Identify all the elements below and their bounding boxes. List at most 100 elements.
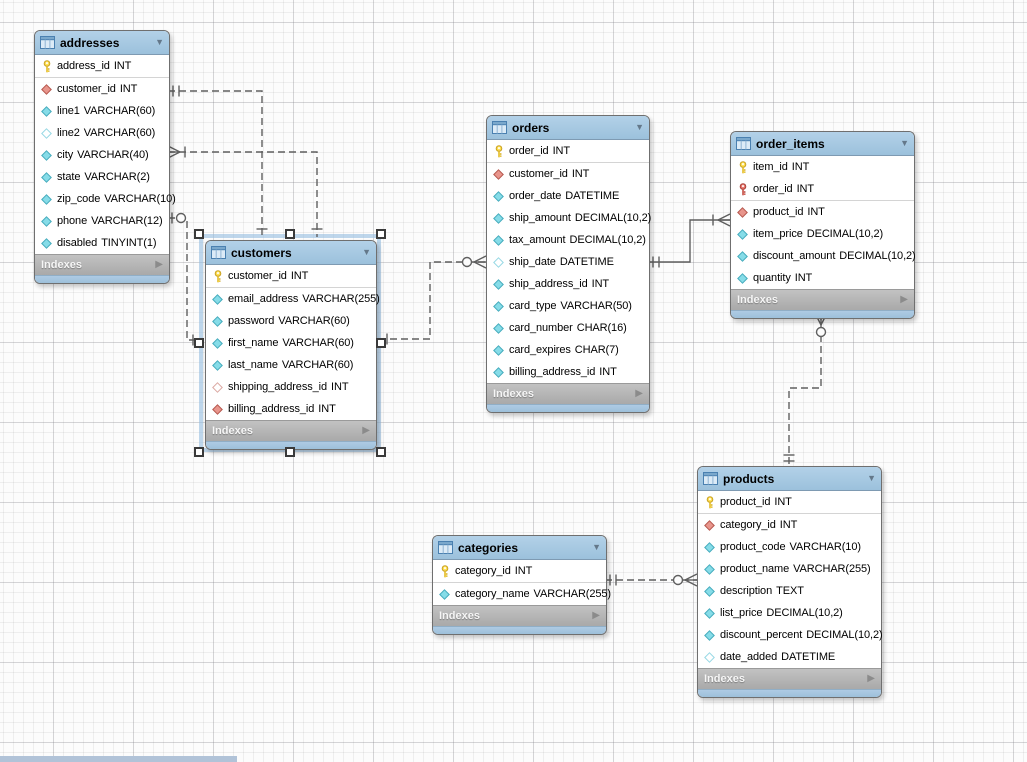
collapse-arrow-icon[interactable]: ▼ bbox=[635, 122, 644, 132]
selection-handle[interactable] bbox=[376, 447, 386, 457]
indexes-bar[interactable]: Indexes▶ bbox=[206, 420, 376, 441]
table-header[interactable]: products▼ bbox=[698, 467, 881, 491]
indexes-bar[interactable]: Indexes▶ bbox=[698, 668, 881, 689]
collapse-arrow-icon[interactable]: ▼ bbox=[867, 473, 876, 483]
column-type: INT bbox=[591, 278, 610, 290]
expand-indexes-icon[interactable]: ▶ bbox=[635, 388, 643, 399]
table-header[interactable]: categories▼ bbox=[433, 536, 606, 560]
indexes-bar[interactable]: Indexes▶ bbox=[433, 605, 606, 626]
relationship-orders-order_items[interactable] bbox=[648, 219, 730, 263]
selection-handle[interactable] bbox=[285, 447, 295, 457]
column-icon bbox=[736, 250, 749, 262]
selection-handle[interactable] bbox=[194, 338, 204, 348]
table-header[interactable]: addresses▼ bbox=[35, 31, 169, 55]
selection-handle[interactable] bbox=[194, 447, 204, 457]
expand-indexes-icon[interactable]: ▶ bbox=[155, 259, 163, 270]
relationship-customers-orders[interactable] bbox=[379, 261, 486, 340]
selection-handle[interactable] bbox=[285, 229, 295, 239]
indexes-bar[interactable]: Indexes▶ bbox=[731, 289, 914, 310]
table-bottom-strip bbox=[731, 310, 914, 318]
expand-indexes-icon[interactable]: ▶ bbox=[867, 673, 875, 684]
collapse-arrow-icon[interactable]: ▼ bbox=[155, 37, 164, 47]
zero-cardinality-circle bbox=[461, 256, 473, 268]
indexes-bar[interactable]: Indexes▶ bbox=[35, 254, 169, 275]
foreign-primary-key-icon bbox=[736, 182, 749, 196]
expand-indexes-icon[interactable]: ▶ bbox=[900, 294, 908, 305]
table-header[interactable]: order_items▼ bbox=[731, 132, 914, 156]
primary-key-icon bbox=[703, 495, 716, 509]
table-bottom-strip bbox=[487, 404, 649, 412]
indexes-bar[interactable]: Indexes▶ bbox=[487, 383, 649, 404]
relationship-addresses-customers[interactable] bbox=[168, 151, 318, 237]
collapse-arrow-icon[interactable]: ▼ bbox=[900, 138, 909, 148]
table-icon bbox=[736, 137, 751, 150]
table-header[interactable]: orders▼ bbox=[487, 116, 649, 140]
expand-indexes-icon[interactable]: ▶ bbox=[362, 425, 370, 436]
relationship-order_items-products[interactable] bbox=[788, 313, 822, 466]
selection-handle[interactable] bbox=[376, 229, 386, 239]
expand-indexes-icon[interactable]: ▶ bbox=[592, 610, 600, 621]
column-name: item_id bbox=[753, 161, 788, 173]
column-type: VARCHAR(60) bbox=[278, 315, 350, 327]
column-type: VARCHAR(60) bbox=[83, 105, 156, 117]
column-icon bbox=[703, 563, 716, 575]
table-header[interactable]: customers▼ bbox=[206, 241, 376, 265]
collapse-arrow-icon[interactable]: ▼ bbox=[362, 247, 371, 257]
selection-handle[interactable] bbox=[376, 338, 386, 348]
relationship-addresses-customers[interactable] bbox=[168, 90, 263, 237]
selection-handle[interactable] bbox=[194, 229, 204, 239]
bottom-scrollbar[interactable] bbox=[0, 756, 237, 762]
collapse-arrow-icon[interactable]: ▼ bbox=[592, 542, 601, 552]
